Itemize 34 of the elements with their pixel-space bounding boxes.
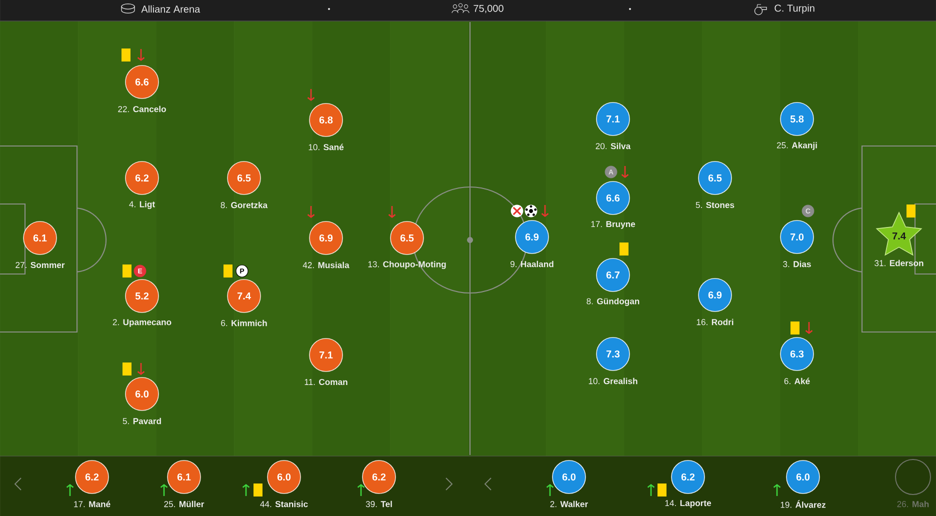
player-name: 10. Grealish [588,378,638,384]
player-name: 44. Stanisic [260,500,308,508]
player-name: 17. Mané [74,500,110,508]
player-name: 4. Ligt [129,200,155,210]
player-name: 19. Álvarez [780,500,826,508]
player-name: 8. Gündogan [586,298,640,306]
player-name: 26. Mah [897,500,929,508]
player-name: 20. Silva [596,142,631,150]
player-name: 17. Bruyne [591,221,636,229]
player-name: 25. Müller [164,500,204,508]
player-name: 5. Pavard [122,418,161,424]
player-name: 2. Upamecano [112,319,172,327]
attendance-label: 75,000 [474,4,504,14]
player-name: 6. Kimmich [221,320,267,326]
venue-label: Allianz Arena [141,5,200,13]
player-name: 8. Goretzka [220,202,268,208]
player-name: 22. Cancelo [118,106,166,112]
player-name: 6. Aké [784,378,810,384]
player-name: 5. Stones [696,202,734,208]
player-name: 3. Dias [783,260,811,268]
player-name: 9. Haaland [510,260,554,268]
player-name: 13. Choupo-Moting [368,260,446,270]
player-name: 11. Coman [304,378,348,386]
player-name: 14. Laporte [665,500,712,508]
player-name: 25. Akanji [776,142,817,150]
player-circle [895,459,931,495]
player-name: 39. Tel [366,500,392,508]
player-name: 10. Sané [308,144,344,150]
player-name: 27. Sommer [16,262,65,268]
player-name: 31. Ederson [874,260,924,266]
player-name: 2. Walker [550,500,588,508]
player-name: 42. Musiala [302,262,350,268]
referee-label: C. Turpin [774,4,814,14]
player-name: 16. Rodri [696,318,734,326]
